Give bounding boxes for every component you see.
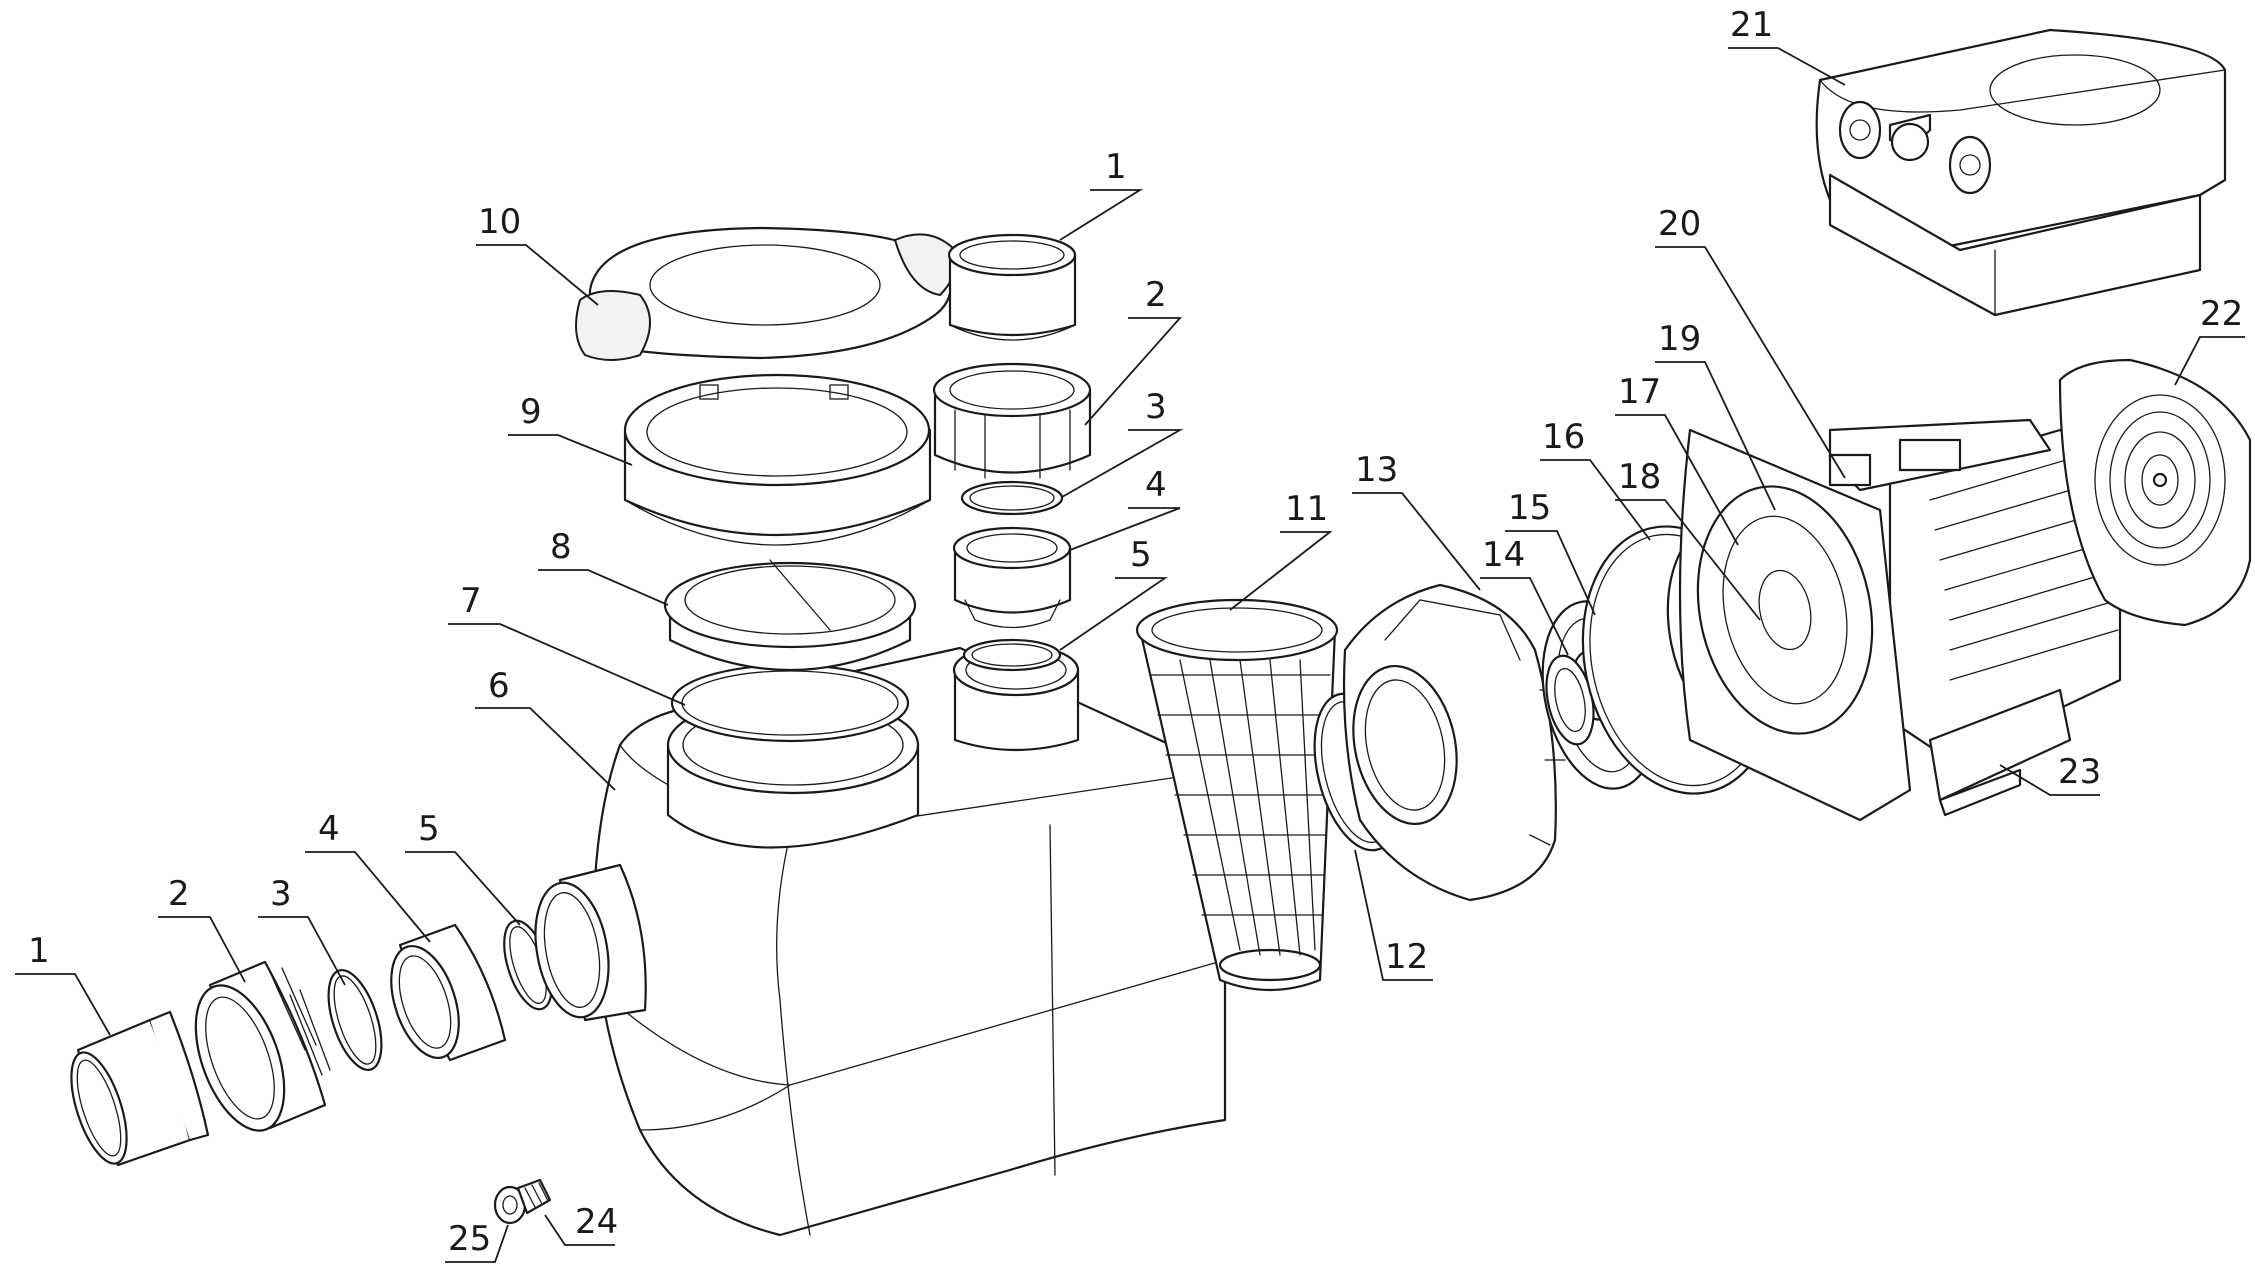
callout-13-volute: 13: [1355, 450, 1398, 490]
callout-9-locking-ring: 9: [520, 392, 542, 432]
callout-1-inlet-socket: 1: [28, 931, 50, 971]
callout-4-inlet-adapter: 4: [318, 809, 340, 849]
callout-2-inlet-nut: 2: [168, 874, 190, 914]
diffuser-volute: [1342, 583, 1566, 902]
callout-14-seal: 14: [1482, 535, 1525, 575]
inlet-pipe-socket: [70, 1010, 210, 1167]
outlet-o-ring: [960, 480, 1064, 516]
callout-24-drain-plug: 24: [575, 1202, 618, 1242]
callout-3-outlet-o-ring: 3: [1145, 387, 1167, 427]
inlet-o-ring: [327, 968, 383, 1072]
callout-5-outlet-seal: 5: [1130, 535, 1152, 575]
outlet-seal-ring: [962, 638, 1062, 672]
callout-4-outlet-adapter: 4: [1145, 465, 1167, 505]
callout-6-housing: 6: [488, 666, 510, 706]
pump-housing: [534, 643, 1227, 1237]
outlet-pipe-socket: [947, 233, 1077, 341]
outlet-union-nut: [932, 362, 1092, 479]
callout-numbers: 1 2 3 4 5 6 7 8 9 10 1 2 3 4 5 11 12 13 …: [28, 5, 2243, 1259]
callout-11-basket: 11: [1285, 489, 1328, 529]
outlet-union-adapter: [952, 526, 1072, 629]
callout-16-o-ring: 16: [1542, 417, 1585, 457]
strainer-basket: [1135, 598, 1339, 992]
callout-25-plug-washer: 25: [448, 1219, 491, 1259]
lid-locking-ring: [623, 373, 932, 546]
callout-7-lid-o-ring: 7: [460, 581, 482, 621]
lid-handle-clamp: [575, 226, 957, 361]
callout-10-handle: 10: [478, 202, 521, 242]
controller-box: [1815, 28, 2227, 317]
leader-lines: [15, 47, 2245, 1263]
callout-17-seal-plate: 17: [1618, 372, 1661, 412]
callout-21-controller: 21: [1730, 5, 1773, 45]
callout-18-shaft-seal: 18: [1618, 457, 1661, 497]
callout-3-inlet-o-ring: 3: [270, 874, 292, 914]
callout-15-impeller: 15: [1508, 488, 1551, 528]
callout-5-inlet-seal: 5: [418, 809, 440, 849]
motor-assembly: [1678, 418, 2122, 822]
callout-23-base: 23: [2058, 752, 2101, 792]
callout-19-flange: 19: [1658, 319, 1701, 359]
lid-o-ring: [670, 663, 910, 743]
callout-2-outlet-nut: 2: [1145, 275, 1167, 315]
mechanical-seal: [1545, 654, 1595, 746]
callout-8-lid: 8: [550, 527, 572, 567]
inlet-union-nut: [194, 960, 331, 1132]
drain-plug: [493, 1178, 552, 1225]
callout-1-outlet-socket: 1: [1105, 147, 1127, 187]
inlet-union-adapter: [390, 923, 507, 1062]
callout-12-o-ring: 12: [1385, 937, 1428, 977]
fan-cover: [2058, 358, 2252, 627]
callout-20-motor: 20: [1658, 204, 1701, 244]
strainer-lid: [663, 559, 917, 671]
callout-22-fan-cover: 22: [2200, 294, 2243, 334]
